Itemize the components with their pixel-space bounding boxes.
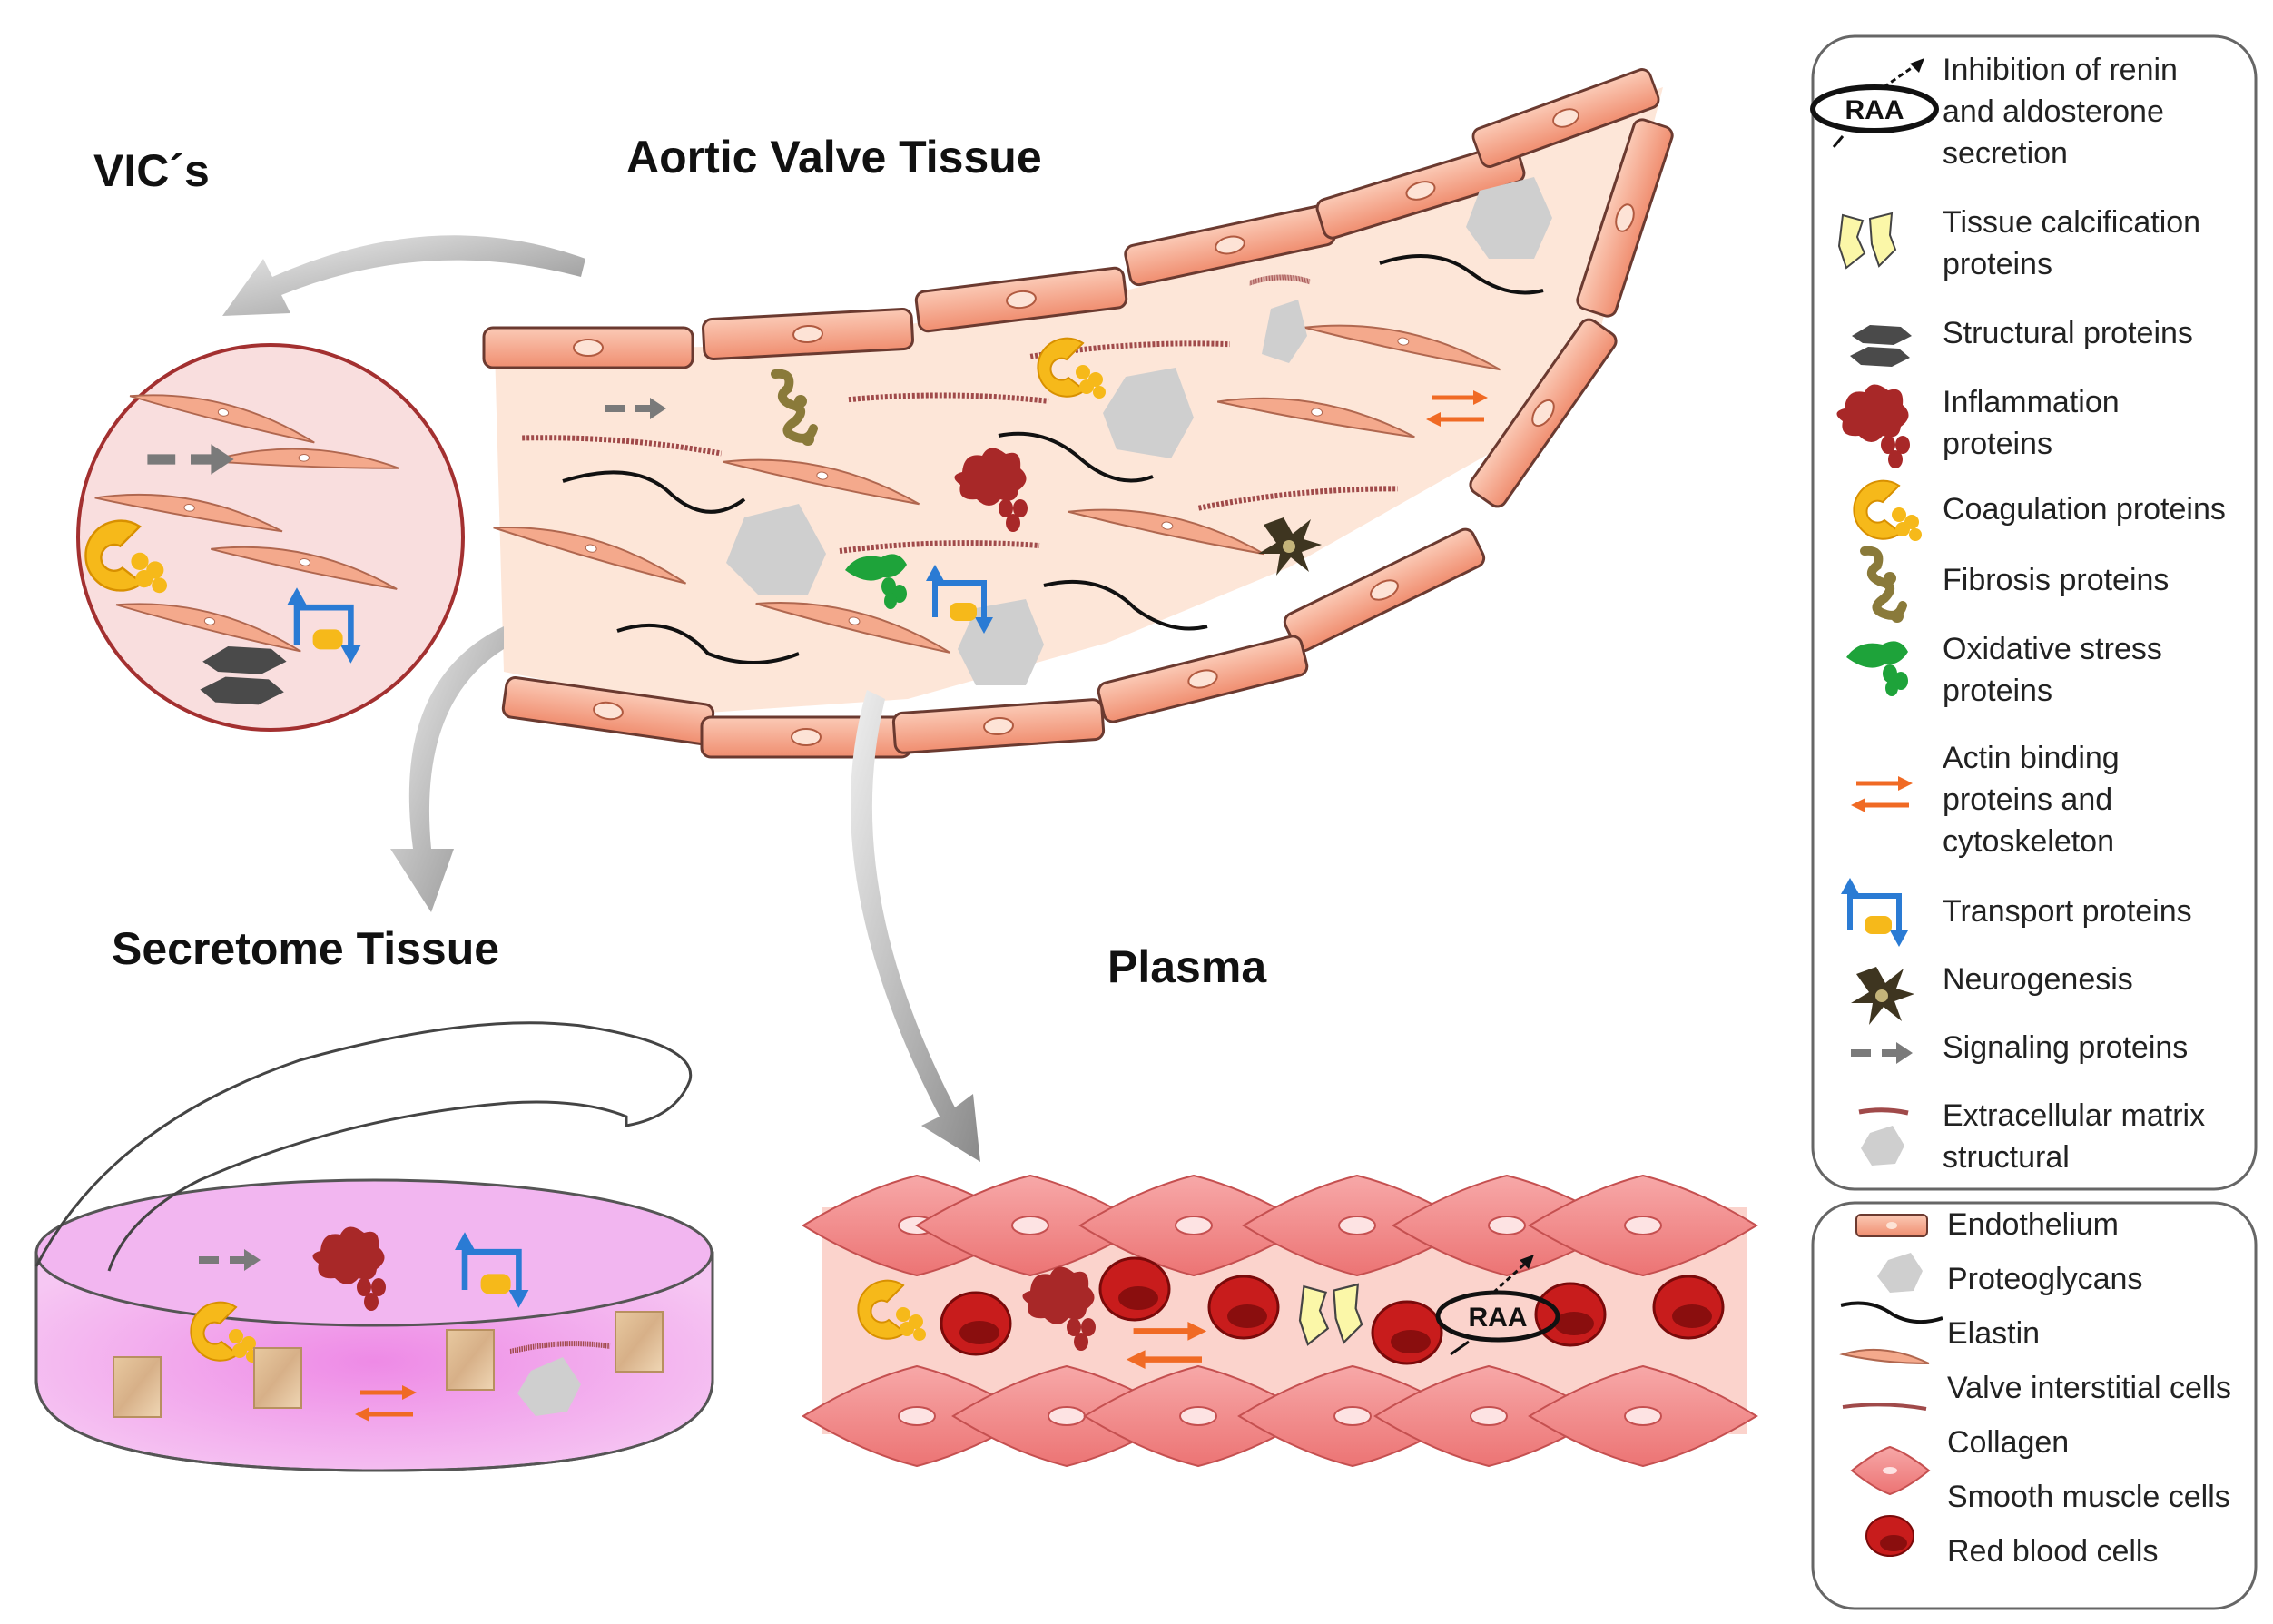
legend-proteins: RAA Inhibition of renin and aldosterone … bbox=[1810, 34, 2258, 1191]
proteoglycan-icon bbox=[1877, 1253, 1923, 1293]
red-blood-cell-icon bbox=[1865, 1515, 1914, 1557]
legend-text-rbc: Red blood cells bbox=[1947, 1534, 2158, 1569]
legend-text-proteoglycans: Proteoglycans bbox=[1947, 1262, 2142, 1296]
legend-text-calcification: Tissue calcification proteins bbox=[1943, 205, 2209, 281]
legend-text-oxidative: Oxidative stress proteins bbox=[1943, 632, 2170, 708]
aortic-valve-tissue bbox=[482, 65, 1677, 759]
flow-arrows bbox=[222, 235, 980, 1162]
legend-text-transport: Transport proteins bbox=[1943, 894, 2192, 929]
legend-tissue: Endothelium Proteoglycans Elastin Valve … bbox=[1811, 1201, 2258, 1610]
legend-text-smooth-muscle: Smooth muscle cells bbox=[1947, 1480, 2230, 1514]
raa-label-legend: RAA bbox=[1845, 95, 1904, 125]
plasma-label: Plasma bbox=[1107, 941, 1267, 992]
raa-label-plasma: RAA bbox=[1469, 1303, 1528, 1333]
legend-text-elastin: Elastin bbox=[1947, 1316, 2040, 1351]
legend-text-coagulation: Coagulation proteins bbox=[1943, 492, 2226, 527]
collagen-icon bbox=[1842, 1403, 1927, 1411]
legend-text-ecm: Extracellular matrix structural bbox=[1943, 1098, 2214, 1175]
elastin-icon bbox=[1840, 1301, 1943, 1324]
raa-inhibition-plasma: RAA bbox=[1435, 1255, 1560, 1356]
vic-circle bbox=[76, 343, 465, 732]
dish-lid bbox=[34, 1021, 693, 1272]
smooth-muscle-icon bbox=[1850, 1445, 1931, 1496]
legend-text-neurogenesis: Neurogenesis bbox=[1943, 962, 2133, 997]
raa-inhibition-icon: RAA bbox=[1810, 58, 1939, 148]
vic-cell-icon bbox=[1839, 1348, 1930, 1364]
ecm-icon bbox=[1858, 1107, 1909, 1166]
tissue-contents bbox=[489, 177, 1552, 685]
legend-text-vic: Valve interstitial cells bbox=[1947, 1371, 2231, 1405]
endothelium-icon bbox=[1855, 1214, 1928, 1237]
legend-text-signaling: Signaling proteins bbox=[1943, 1030, 2188, 1065]
legend-text-inflammation: Inflammation proteins bbox=[1943, 385, 2128, 461]
petri-dish bbox=[34, 1021, 714, 1472]
legend-text-endothelium: Endothelium bbox=[1947, 1207, 2119, 1242]
plasma-vessel: RAA bbox=[802, 1175, 1757, 1467]
secretome-label: Secretome Tissue bbox=[112, 923, 499, 974]
legend-text-raa: Inhibition of renin and aldosterone secr… bbox=[1943, 53, 2186, 171]
legend-text-actin: Actin binding proteins and cytoskeleton bbox=[1943, 741, 2128, 859]
vics-label: VIC´s bbox=[93, 145, 210, 196]
legend-text-fibrosis: Fibrosis proteins bbox=[1943, 563, 2169, 597]
legend-text-structural: Structural proteins bbox=[1943, 316, 2193, 350]
aortic-label: Aortic Valve Tissue bbox=[626, 132, 1042, 182]
legend-text-collagen: Collagen bbox=[1947, 1425, 2069, 1460]
